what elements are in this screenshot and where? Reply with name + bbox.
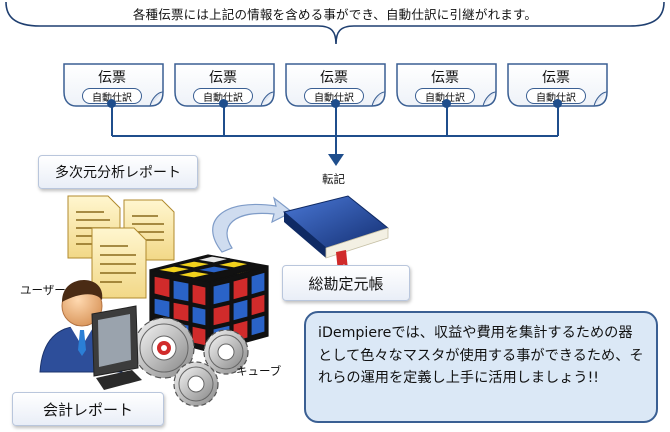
gear-icon bbox=[133, 317, 249, 407]
rubiks-cube-icon bbox=[149, 254, 269, 353]
ledger-book-icon bbox=[282, 195, 390, 272]
computer-monitor-icon bbox=[91, 305, 142, 390]
slip-title: 伝票 bbox=[98, 70, 126, 86]
slip-title: 伝票 bbox=[431, 70, 459, 86]
cube-label: キューブ bbox=[236, 364, 282, 378]
posting-label: 転記 bbox=[322, 172, 345, 186]
connector-dot bbox=[553, 99, 562, 108]
accounting-report-label: 会計レポート bbox=[12, 392, 164, 426]
auto-journal-tag-label: 自動仕訳 bbox=[415, 89, 475, 104]
document-stack-icon bbox=[67, 195, 175, 299]
posting-arrow-head bbox=[328, 154, 344, 166]
header-note: 各種伝票には上記の情報を含める事ができ、自動仕訳に引継がれます。 bbox=[132, 7, 538, 22]
top-brace bbox=[5, 1, 665, 45]
connector-dot bbox=[219, 99, 228, 108]
auto-journal-tag-label: 自動仕訳 bbox=[304, 89, 364, 104]
user-label: ユーザー bbox=[20, 283, 66, 297]
auto-journal-tag-label: 自動仕訳 bbox=[526, 89, 586, 104]
curved-arrow-icon bbox=[212, 196, 294, 253]
slip-title: 伝票 bbox=[320, 70, 348, 86]
auto-journal-tag-label: 自動仕訳 bbox=[193, 89, 253, 104]
connector-dot bbox=[442, 99, 451, 108]
slip-connector bbox=[111, 104, 559, 156]
multidim-report-label: 多次元分析レポート bbox=[38, 155, 198, 189]
info-callout: iDempiereでは、収益や費用を集計するための器として色々なマスタが使用する… bbox=[304, 311, 658, 423]
connector-dot bbox=[331, 99, 340, 108]
slip-title: 伝票 bbox=[542, 70, 570, 86]
general-ledger-label: 総勘定元帳 bbox=[282, 265, 410, 301]
connector-dot bbox=[107, 99, 116, 108]
auto-journal-tag-label: 自動仕訳 bbox=[82, 89, 142, 104]
slip-title: 伝票 bbox=[209, 70, 237, 86]
